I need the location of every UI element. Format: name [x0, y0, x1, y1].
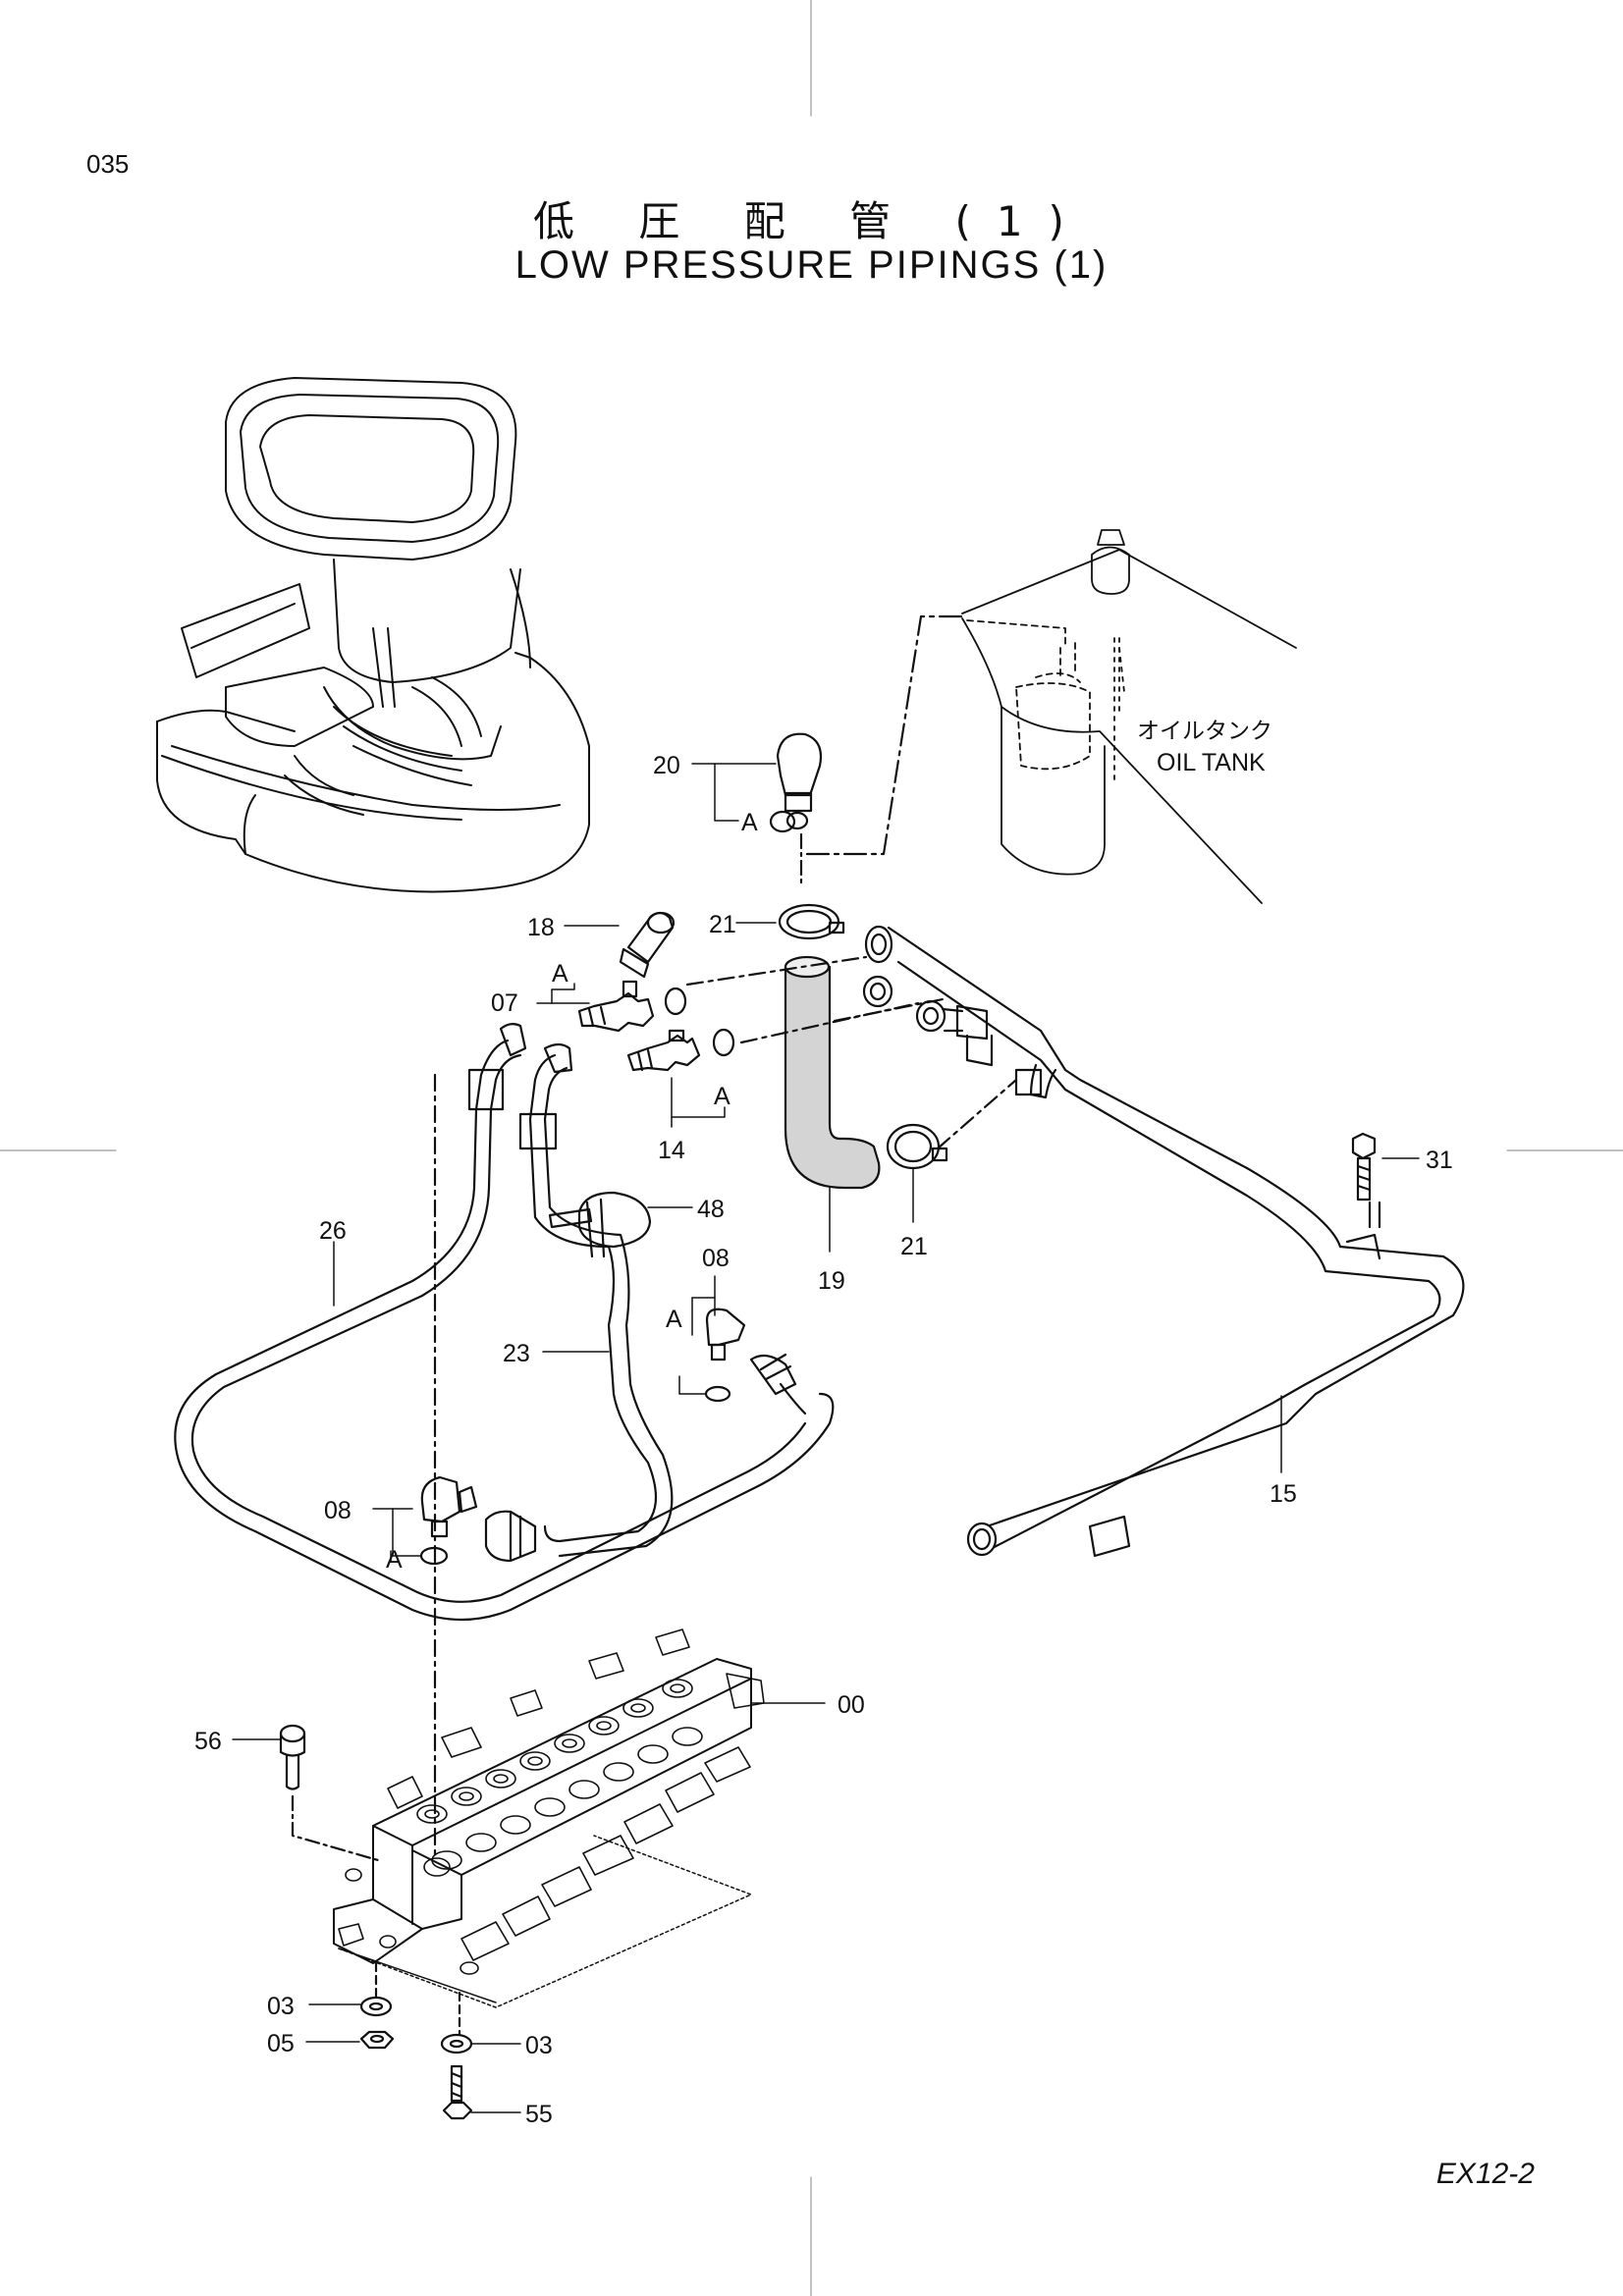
callout-14: 14	[658, 1137, 685, 1164]
part-05-nut	[359, 2030, 395, 2050]
callout-05: 05	[267, 2030, 295, 2057]
part-18-plug	[619, 911, 676, 979]
callout-08-upper: 08	[702, 1245, 730, 1272]
leader-lines	[232, 763, 1420, 2113]
machine-overview-illustration	[156, 377, 590, 893]
part-19-hose	[784, 955, 881, 1190]
callout-21-lower: 21	[900, 1233, 928, 1260]
part-48-clamp	[548, 1191, 652, 1258]
title-japanese: 低 圧 配 管 (1)	[533, 197, 1090, 245]
callout-00: 00	[838, 1691, 865, 1719]
part-08-lower-elbow	[419, 1475, 537, 1566]
reference-a-08-lower: A	[386, 1546, 403, 1574]
callout-31: 31	[1426, 1147, 1453, 1174]
part-07-tee-fitting	[577, 980, 687, 1033]
part-55-bolt	[442, 2064, 473, 2120]
reference-a-20: A	[741, 809, 758, 836]
part-21-upper-clamp	[778, 903, 845, 940]
oil-tank-illustration	[961, 529, 1297, 904]
drawing-code: EX12-2	[1435, 2158, 1535, 2190]
title-english: LOW PRESSURE PIPINGS (1)	[514, 243, 1109, 287]
reference-a-08-upper: A	[666, 1306, 682, 1333]
callout-48: 48	[697, 1196, 725, 1223]
part-15-manifold-pipe	[862, 925, 1465, 1558]
reference-a-14: A	[714, 1083, 730, 1110]
part-08-upper-elbow	[704, 1308, 807, 1415]
part-56-bolt	[279, 1724, 306, 1790]
part-03-washer-right	[440, 2033, 473, 2055]
part-03-washer-left	[359, 1996, 393, 2017]
callout-03-right: 03	[525, 2032, 553, 2059]
callout-21-upper: 21	[709, 911, 736, 938]
reference-a-07: A	[552, 960, 568, 988]
part-14-tee-fitting	[626, 1028, 735, 1072]
callout-26: 26	[319, 1217, 347, 1245]
callout-08-lower: 08	[324, 1497, 352, 1524]
part-21-lower-clamp	[886, 1123, 948, 1170]
oil-tank-label-en: OIL TANK	[1157, 749, 1266, 776]
axis-56	[291, 1794, 380, 1862]
page-number: 035	[86, 149, 130, 179]
plate-edge	[338, 1948, 497, 2003]
callout-19: 19	[818, 1267, 845, 1295]
part-31-bolt	[1351, 1132, 1377, 1201]
callout-56: 56	[194, 1728, 222, 1755]
mounting-plate	[338, 1835, 752, 2008]
oil-tank-label-jp: オイルタンク	[1137, 719, 1272, 744]
callout-07: 07	[491, 989, 518, 1017]
callout-55: 55	[525, 2101, 553, 2128]
part-23-hose	[518, 1042, 674, 1558]
callout-18: 18	[527, 914, 555, 941]
part-00-control-valve	[333, 1629, 765, 1975]
part-26-hose	[174, 1022, 835, 1622]
callout-15: 15	[1270, 1480, 1297, 1508]
leader-20-to-tank	[805, 614, 969, 856]
connection-axes	[433, 955, 1018, 1862]
callout-20: 20	[653, 752, 680, 779]
part-20-elbow-fitting	[769, 732, 823, 833]
callout-23: 23	[503, 1340, 530, 1367]
callout-03-left: 03	[267, 1993, 295, 2020]
